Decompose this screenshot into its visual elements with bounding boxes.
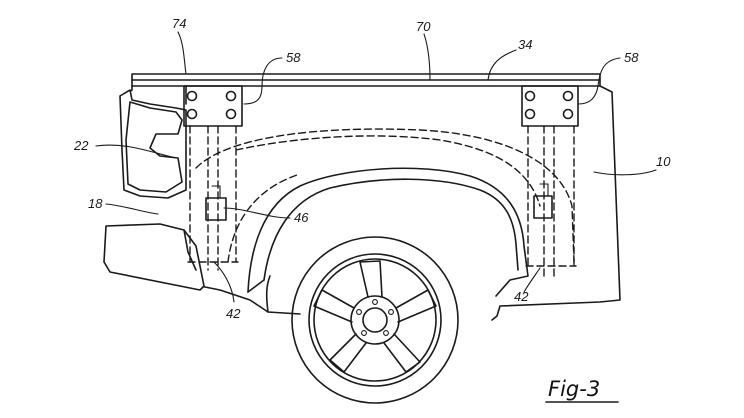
ref-42-left: 42 bbox=[226, 306, 241, 321]
ref-10: 10 bbox=[656, 154, 671, 169]
inner-wheelhouse-dashed bbox=[195, 128, 575, 263]
ref-42-right: 42 bbox=[514, 289, 529, 304]
right-bracket bbox=[521, 85, 579, 277]
leader-lines bbox=[95, 31, 657, 303]
ref-70: 70 bbox=[416, 19, 431, 34]
ref-46: 46 bbox=[294, 210, 309, 225]
ref-74: 74 bbox=[172, 16, 186, 31]
ref-18: 18 bbox=[88, 196, 103, 211]
wheel-tire bbox=[291, 236, 459, 404]
tail-light-assembly bbox=[119, 89, 187, 199]
ref-22: 22 bbox=[73, 138, 89, 153]
ref-58-right: 58 bbox=[624, 50, 639, 65]
rear-bumper bbox=[103, 223, 205, 291]
ref-58-left: 58 bbox=[286, 50, 301, 65]
figure-caption: Fig-3 bbox=[548, 377, 600, 401]
left-bracket bbox=[183, 85, 243, 271]
wheel-arch bbox=[247, 167, 529, 313]
ref-34: 34 bbox=[518, 37, 532, 52]
bed-side-panel bbox=[121, 73, 621, 321]
